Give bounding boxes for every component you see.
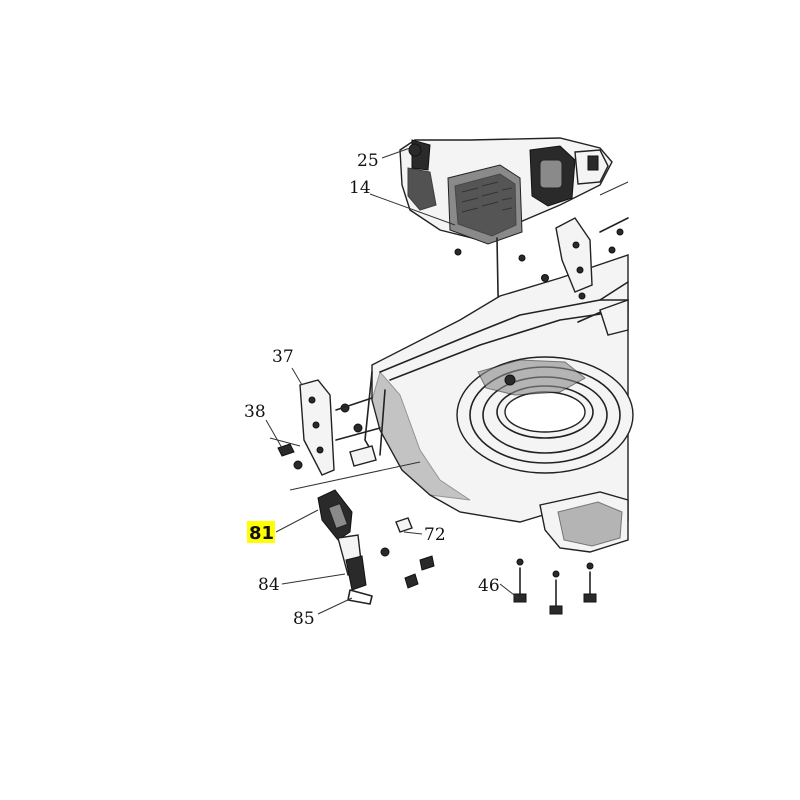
part-label-25: 25: [357, 151, 379, 171]
part-81-highlight: [247, 521, 275, 543]
mower-deck: [289, 254, 634, 553]
part-label-38: 38: [244, 402, 266, 422]
part-label-14: 14: [349, 178, 371, 198]
part-label-81: 81: [249, 523, 274, 544]
part-label-84: 84: [258, 575, 280, 595]
part-label-37: 37: [272, 347, 294, 367]
part-label-46: 46: [478, 576, 500, 596]
height-lever-assembly: [317, 489, 435, 605]
part-label-85: 85: [293, 609, 315, 629]
deck-bolts: [513, 558, 597, 615]
engine-assembly: [399, 137, 613, 401]
right-brackets: [454, 181, 629, 336]
height-adjust-bracket: [269, 379, 381, 476]
part-label-72: 72: [424, 525, 446, 545]
leader-lines: [265, 147, 519, 615]
